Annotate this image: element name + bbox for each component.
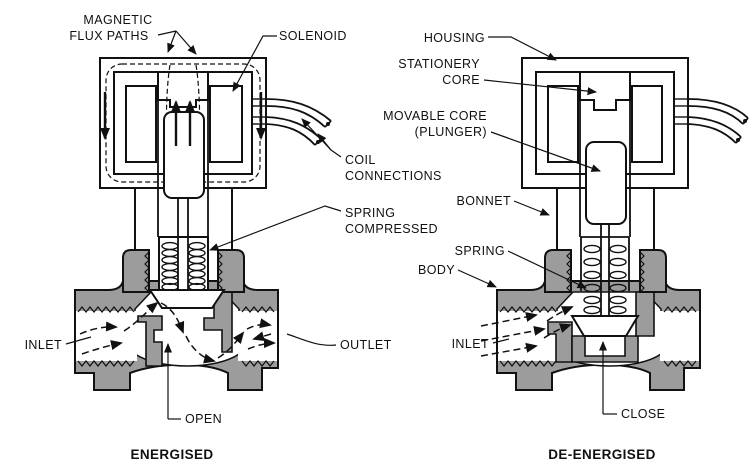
leader-line [175, 30, 197, 55]
leader-line [209, 205, 342, 251]
coil-connection-wires [687, 98, 749, 144]
solenoid-label: SOLENOID [279, 29, 347, 43]
flow-arrow [160, 302, 185, 334]
flow-arrow [543, 323, 572, 339]
magnetic-flux-paths-label-line1: MAGNETIC [83, 13, 152, 27]
stationary-core [579, 71, 631, 111]
leader-line [65, 336, 92, 345]
leader-line [167, 30, 177, 53]
coil-left [547, 85, 579, 163]
leader-line [157, 30, 177, 36]
leader-line [330, 149, 342, 158]
coil-connections-label-line1: COIL [345, 153, 376, 167]
leader-line [232, 35, 277, 92]
energised-annotations: MAGNETIC FLUX PATHS SOLENOID COIL CONNEC… [25, 13, 442, 462]
magnetic-flux-loop [105, 63, 261, 183]
inlet-label: INLET [25, 338, 62, 352]
energised-diagram: MAGNETIC FLUX PATHS SOLENOID COIL CONNEC… [25, 13, 442, 462]
flow-arrow [247, 338, 276, 350]
thread-zigzag [639, 251, 645, 293]
flow-arrow [252, 331, 272, 342]
flow-arrow [246, 318, 272, 330]
spring-compressed-label-line1: SPRING [345, 206, 395, 220]
flow-arrow [217, 331, 245, 359]
thread-zigzag [77, 360, 135, 367]
movable-core-plunger [163, 111, 205, 199]
thread-zigzag [144, 251, 150, 293]
flow-arrows [480, 306, 574, 357]
movable-core-plunger [585, 141, 627, 225]
spring-label: SPRING [455, 244, 505, 258]
thread-zigzag [217, 251, 223, 293]
leader-line [513, 200, 550, 216]
deenergised-caption: DE-ENERGISED [548, 447, 656, 462]
flow-arrow [480, 312, 538, 327]
flow-arrow [480, 342, 538, 357]
thread-zigzag [77, 306, 135, 313]
deenergised-diagram: HOUSING STATIONERY CORE MOVABLE CORE (PL… [383, 31, 749, 462]
thread-zigzag [499, 306, 557, 313]
flow-arrow [79, 321, 118, 335]
weir-wall [137, 315, 163, 367]
movable-core-label-line2: (PLUNGER) [415, 125, 487, 139]
bonnet-label: BONNET [457, 194, 512, 208]
stationery-core-label-line2: CORE [442, 73, 480, 87]
flow-arrow [185, 335, 216, 364]
coil-terminals [674, 98, 688, 125]
coil-connection-wires [265, 98, 332, 146]
stationery-core-label-line1: STATIONERY [398, 57, 480, 71]
coil-terminals [252, 98, 266, 125]
spring-compressed-label-line2: COMPRESSED [345, 222, 438, 236]
housing-label: HOUSING [424, 31, 485, 45]
coil-left [125, 85, 157, 163]
magnetic-flux-paths-label-line2: FLUX PATHS [69, 29, 148, 43]
flow-arrow [123, 301, 159, 332]
bonnet-thread-block [639, 249, 667, 293]
deenergised-annotations: HOUSING STATIONERY CORE MOVABLE CORE (PL… [383, 31, 665, 462]
leader-line [286, 333, 337, 346]
coil-right [209, 85, 243, 163]
outlet-wall [203, 291, 233, 353]
coil-right [631, 85, 663, 163]
energised-caption: ENERGISED [130, 447, 213, 462]
thread-zigzag [663, 360, 697, 367]
leader-line [492, 338, 510, 344]
leader-line [301, 118, 332, 151]
thread-zigzag [241, 360, 275, 367]
stationary-core [157, 71, 209, 108]
valve-disc-closed [570, 315, 640, 337]
movable-core-label-line1: MOVABLE CORE [383, 109, 487, 123]
leader-line [490, 131, 601, 172]
thread-zigzag [663, 306, 697, 313]
leader-line [483, 79, 597, 96]
bonnet-thread-block [122, 249, 150, 293]
flow-arrow [81, 340, 123, 355]
close-label: CLOSE [621, 407, 665, 421]
leader-line [457, 269, 497, 288]
thread-zigzag [241, 306, 275, 313]
valve-disc-open [148, 289, 226, 309]
outlet-bore [238, 311, 278, 361]
outlet-wall [635, 291, 655, 337]
coil-connections-label-line2: CONNECTIONS [345, 169, 442, 183]
spring-compressed-right-coil [188, 241, 206, 292]
body-label: BODY [418, 263, 455, 277]
flow-arrows [79, 301, 276, 364]
spring-extended-right-coil [609, 244, 627, 315]
flow-arrow [546, 306, 574, 322]
thread-zigzag [499, 360, 557, 367]
bonnet-thread-block [544, 249, 572, 293]
leader-line [488, 36, 557, 61]
open-label: OPEN [185, 412, 222, 426]
bonnet-thread-block [217, 249, 245, 293]
inlet-label: INLET [452, 337, 489, 351]
outlet-bore [660, 311, 700, 361]
outlet-label: OUTLET [340, 338, 392, 352]
spring-extended-left-coil [583, 244, 601, 315]
leader-line [507, 250, 587, 289]
thread-zigzag [566, 251, 572, 293]
